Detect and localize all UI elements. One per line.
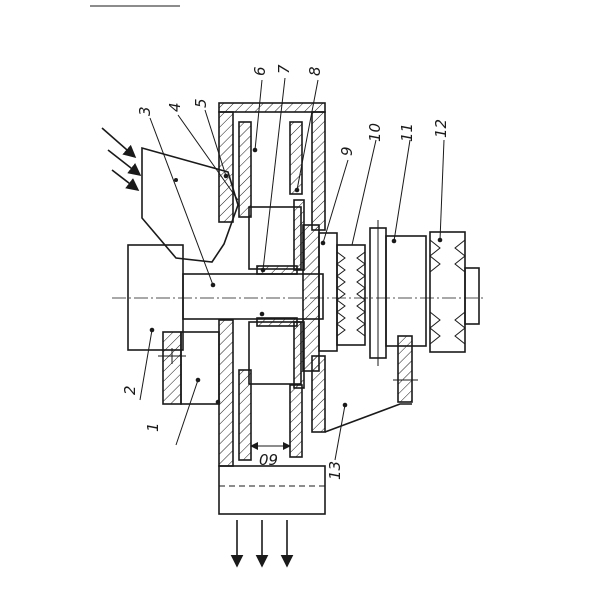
dimension-label: 60: [259, 450, 278, 468]
outlet-chute: [218, 465, 326, 515]
pulley-12: [429, 231, 480, 353]
label-11: 11: [398, 123, 416, 142]
inlet-arrows: [101, 127, 142, 191]
label-5: 5: [192, 98, 210, 108]
hub-frame: [248, 199, 305, 389]
housing-wall-left-top: [218, 111, 234, 223]
label-2: 2: [121, 385, 139, 395]
motor-block: [127, 244, 184, 351]
housing-wall-left-bottom: [218, 319, 234, 467]
tensioner-arm: [393, 335, 418, 403]
stator-disc-top: [289, 121, 303, 195]
label-3: 3: [136, 106, 154, 116]
housing-wall-right-top: [311, 111, 326, 231]
support-bracket: [158, 331, 220, 405]
rotor-disc-bottom: [238, 369, 252, 461]
rotor-disc-top: [238, 121, 252, 218]
label-10: 10: [366, 123, 384, 142]
label-12: 12: [432, 119, 450, 138]
base-frame: [324, 403, 412, 433]
leader-lines: [139, 77, 445, 461]
label-1: 1: [144, 422, 162, 432]
label-7: 7: [275, 64, 293, 74]
callout-numbers: 1 2 3 4 5 6 7 8 9 10 11 12 13 60: [121, 64, 450, 480]
label-4: 4: [166, 102, 184, 112]
label-8: 8: [306, 66, 324, 76]
pulley-10: [336, 244, 366, 346]
outlet-arrows: [230, 520, 294, 568]
bearing-housing: [318, 232, 338, 352]
stator-disc-bottom: [289, 384, 303, 458]
top-cover: [218, 102, 326, 113]
label-9: 9: [338, 146, 356, 156]
label-13: 13: [326, 461, 344, 480]
label-6: 6: [251, 66, 269, 76]
